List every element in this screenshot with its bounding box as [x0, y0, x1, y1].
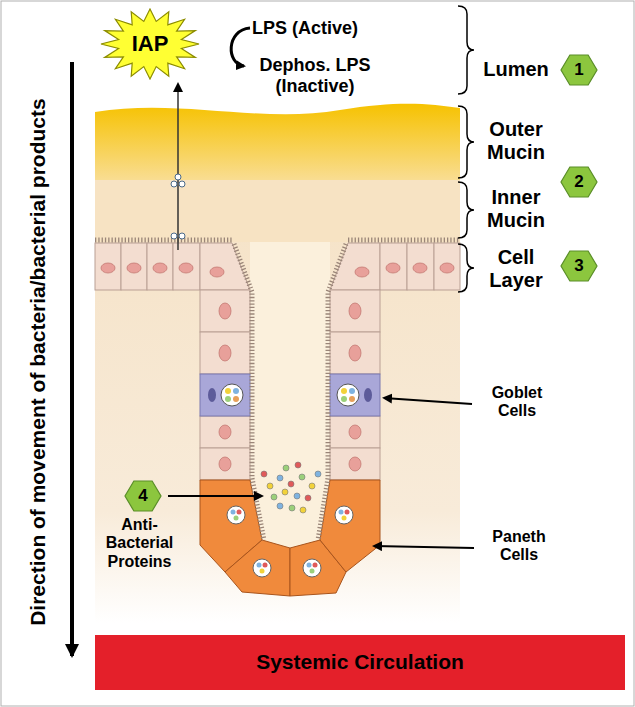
leader-arrow — [384, 398, 472, 404]
outline — [561, 167, 597, 197]
cell-label: Goblet Cells — [476, 384, 558, 421]
inner-mucin-band — [95, 180, 460, 242]
enzyme-starburst: IAP — [100, 8, 200, 80]
node-text: IAP — [132, 31, 169, 56]
callout-number: 4 — [124, 480, 162, 512]
layer-bracket — [458, 6, 474, 292]
callout-number: 2 — [560, 166, 598, 198]
cell-label: Paneth Cells — [478, 528, 560, 565]
layer-label: Cell Layer — [476, 246, 556, 292]
crypt-lumen — [250, 242, 330, 548]
molecule-label: Dephos. LPS (Inactive) — [240, 55, 390, 96]
epithelial-cells — [95, 243, 460, 480]
outer-mucin-band — [95, 104, 460, 180]
node-text: 3 — [574, 256, 583, 276]
goblet-cell — [200, 374, 380, 416]
outline — [101, 9, 199, 79]
direction-arrow — [70, 62, 74, 656]
molecule-label: LPS (Active) — [252, 18, 412, 39]
microvilli — [95, 240, 460, 540]
protein-label: Anti- Bacterial Proteins — [92, 516, 187, 571]
dephosphorylation-arrow — [231, 28, 250, 66]
outline — [561, 251, 597, 281]
callout-number: 1 — [560, 54, 598, 86]
node-text: 4 — [138, 486, 147, 506]
leader-arrow — [374, 546, 474, 548]
callout-number: 3 — [560, 250, 598, 282]
iap-vesicles — [171, 174, 185, 239]
node-text: 1 — [574, 60, 583, 80]
paneth-cell — [200, 480, 380, 596]
paneth-granules — [227, 506, 353, 577]
protein-dots — [261, 462, 321, 513]
leader-arrow — [168, 495, 262, 497]
cell-nuclei — [101, 263, 454, 471]
layer-label: Outer Mucin — [476, 118, 556, 164]
node-text: 2 — [574, 172, 583, 192]
outline — [561, 55, 597, 85]
outline — [125, 481, 161, 511]
layer-label: Lumen — [476, 58, 556, 81]
node-text: Systemic Circulation — [256, 650, 464, 674]
layer-label: Inner Mucin — [476, 186, 556, 232]
axis-label: Direction of movement of bacteria/bacter… — [26, 72, 50, 652]
circulation-bar: Systemic Circulation — [95, 635, 625, 690]
secretion-arrow — [177, 84, 179, 250]
